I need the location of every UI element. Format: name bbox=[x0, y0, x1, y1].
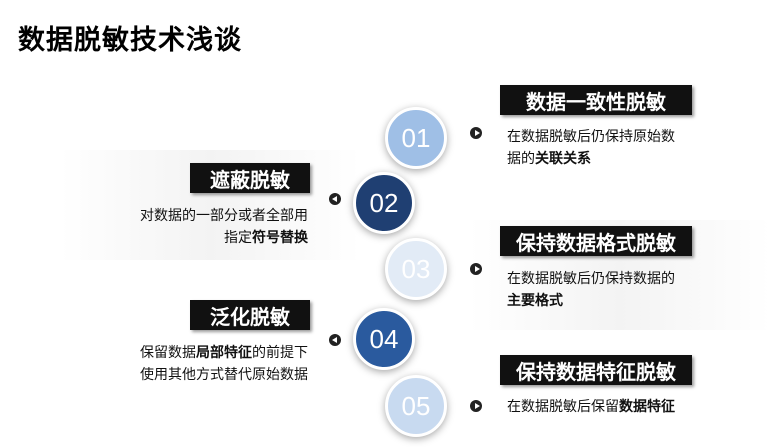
step-01-number: 01 bbox=[401, 122, 431, 153]
step-04-label: 泛化脱敏 bbox=[190, 300, 310, 330]
step-03-number: 03 bbox=[401, 253, 431, 284]
step-03-description: 在数据脱敏后仍保持数据的 主要格式 bbox=[507, 268, 675, 312]
arrow-right-icon bbox=[470, 400, 482, 412]
step-04-number: 04 bbox=[369, 323, 399, 354]
desc-line: 据的关联关系 bbox=[507, 151, 591, 167]
desc-line: 使用其他方式替代原始数据 bbox=[140, 367, 308, 383]
arrow-left-icon bbox=[329, 193, 341, 205]
step-04-circle: 04 bbox=[353, 308, 415, 370]
desc-line: 在数据脱敏后保留数据特征 bbox=[507, 399, 675, 415]
page-title: 数据脱敏技术浅谈 bbox=[18, 25, 242, 56]
desc-line: 主要格式 bbox=[507, 293, 563, 309]
desc-line: 在数据脱敏后仍保持原始数 bbox=[507, 129, 675, 145]
arrow-right-icon bbox=[470, 127, 482, 139]
step-03-label: 保持数据格式脱敏 bbox=[500, 226, 692, 256]
step-02-circle: 02 bbox=[353, 172, 415, 234]
step-04-description: 保留数据局部特征的前提下 使用其他方式替代原始数据 bbox=[140, 342, 308, 386]
arrow-right-icon bbox=[470, 263, 482, 275]
step-01-circle: 01 bbox=[385, 107, 447, 169]
step-05-number: 05 bbox=[401, 390, 431, 421]
desc-line: 保留数据局部特征的前提下 bbox=[140, 345, 308, 361]
step-02-description: 对数据的一部分或者全部用 指定符号替换 bbox=[140, 205, 308, 249]
step-05-description: 在数据脱敏后保留数据特征 bbox=[507, 396, 675, 418]
desc-line: 对数据的一部分或者全部用 bbox=[140, 208, 308, 224]
step-05-label: 保持数据特征脱敏 bbox=[500, 355, 692, 385]
step-05-circle: 05 bbox=[385, 375, 447, 437]
step-03-circle: 03 bbox=[385, 238, 447, 300]
desc-line: 指定符号替换 bbox=[224, 230, 308, 246]
step-01-label: 数据一致性脱敏 bbox=[500, 85, 692, 115]
step-02-label: 遮蔽脱敏 bbox=[190, 163, 310, 193]
step-01-description: 在数据脱敏后仍保持原始数 据的关联关系 bbox=[507, 126, 675, 170]
arrow-left-icon bbox=[329, 334, 341, 346]
desc-line: 在数据脱敏后仍保持数据的 bbox=[507, 271, 675, 287]
step-02-number: 02 bbox=[369, 187, 399, 218]
